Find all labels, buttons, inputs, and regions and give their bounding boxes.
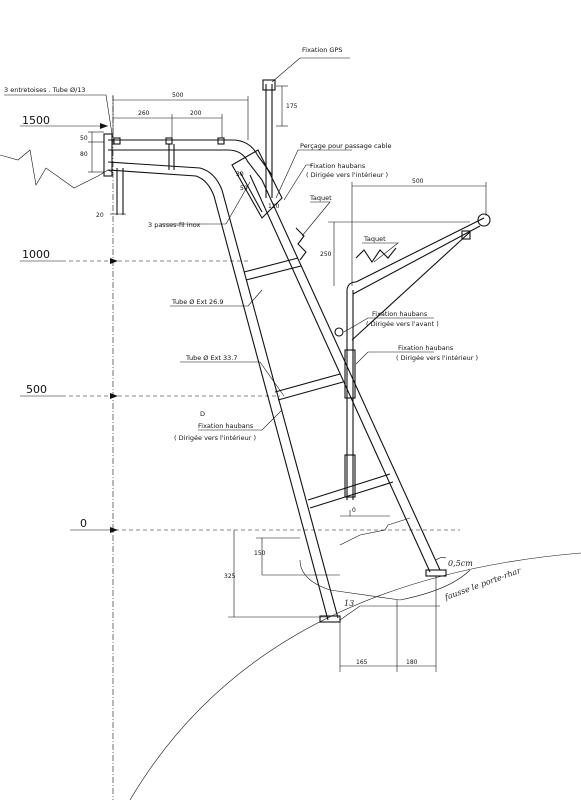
dim-325: 325: [224, 573, 236, 580]
dim-0-right: 0: [352, 507, 356, 514]
gps-fixation-label: Fixation GPS: [302, 46, 343, 54]
dim-30: 30: [236, 171, 244, 178]
handwritten-mark: [435, 557, 447, 561]
dim-250: 250: [320, 251, 332, 258]
level-1500-label: 1500: [22, 114, 50, 127]
dim-150: 150: [254, 550, 266, 557]
dim-50: 50: [80, 135, 88, 142]
dimension-lines: [88, 85, 487, 672]
passes-fil-label: 3 passes-fil inox: [148, 221, 200, 229]
haubans-int-label: Fixation haubans: [398, 344, 454, 352]
handwritten-cm-note: 0,5cm: [448, 559, 473, 568]
entretoises-label: 3 entretoises . Tube Ø/13: [4, 86, 86, 94]
taquet-label-1: Taquet: [309, 194, 332, 202]
dim-175: 175: [286, 103, 298, 110]
dim-80: 80: [80, 151, 88, 158]
deck-step: [339, 517, 411, 546]
haubans-int-direction: ( Dirigée vers l'intérieur ): [396, 354, 478, 362]
taquet-cleat-2: [355, 247, 397, 263]
arch-structure: [103, 79, 491, 623]
handwritten-shelter-note: fausse le porte-rhar: [443, 566, 523, 603]
hull-detail-curve: [299, 559, 471, 601]
level-500-marker: 500: [20, 383, 280, 399]
level-1000-marker: 1000: [20, 248, 250, 264]
percage-label: Perçage pour passage cable: [300, 142, 391, 150]
dim-120: 120: [268, 203, 280, 210]
d-marker: D: [200, 410, 205, 418]
taquet-cleat-1: [295, 227, 307, 261]
dim-260: 260: [138, 110, 150, 117]
dim-500-right: 500: [412, 178, 424, 185]
tube-26-9-label: Tube Ø Ext 26.9: [171, 298, 224, 306]
level-0-marker: 0: [70, 517, 460, 533]
dim-50b: 50: [240, 185, 248, 192]
handwritten-13-note: 13: [344, 599, 354, 608]
dim-500-top: 500: [172, 92, 184, 99]
level-1500-marker: 1500: [20, 114, 108, 129]
haubans-top-direction: ( Dirigée vers l'intérieur ): [306, 171, 388, 179]
haubans-top-label: Fixation haubans: [310, 162, 366, 170]
dim-200: 200: [190, 110, 202, 117]
level-500-label: 500: [26, 383, 47, 396]
haubans-avant-label: Fixation haubans: [372, 310, 428, 318]
dim-165: 165: [356, 659, 368, 666]
deck-break-line: [0, 149, 113, 189]
hull-curve: [129, 552, 581, 800]
tube-33-7-label: Tube Ø Ext 33.7: [185, 354, 238, 362]
leader-lines: [4, 57, 440, 621]
haubans-avant-direction: ( Dirigée vers l'avant ): [366, 320, 439, 328]
haubans-low-direction: ( Dirigée vers l'intérieur ): [174, 434, 256, 442]
haubans-low-label: Fixation haubans: [198, 422, 254, 430]
dim-180: 180: [406, 659, 418, 666]
handwritten-shelter-note-group: fausse le porte-rhar: [443, 566, 523, 603]
level-1000-label: 1000: [22, 248, 50, 261]
dim-20: 20: [96, 212, 104, 219]
taquet-label-2: Taquet: [363, 235, 386, 243]
level-0-label: 0: [80, 517, 87, 530]
